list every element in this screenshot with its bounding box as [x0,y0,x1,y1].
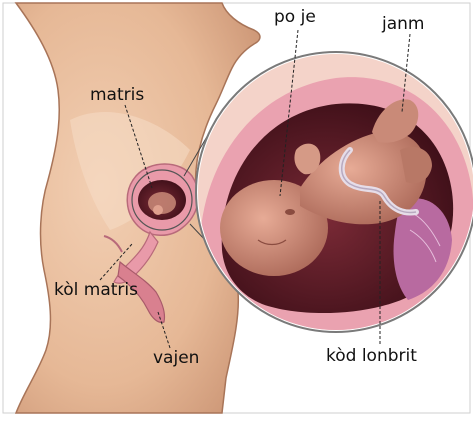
label-janm: janm [382,16,424,33]
label-po-je: po je [274,9,316,26]
magnified-uterus-circle [196,52,473,332]
label-kol-matris: kòl matris [54,282,138,299]
label-vajen: vajen [153,350,199,367]
label-matris: matris [90,87,144,104]
label-kod-lonbrit: kòd lonbrit [326,348,417,365]
